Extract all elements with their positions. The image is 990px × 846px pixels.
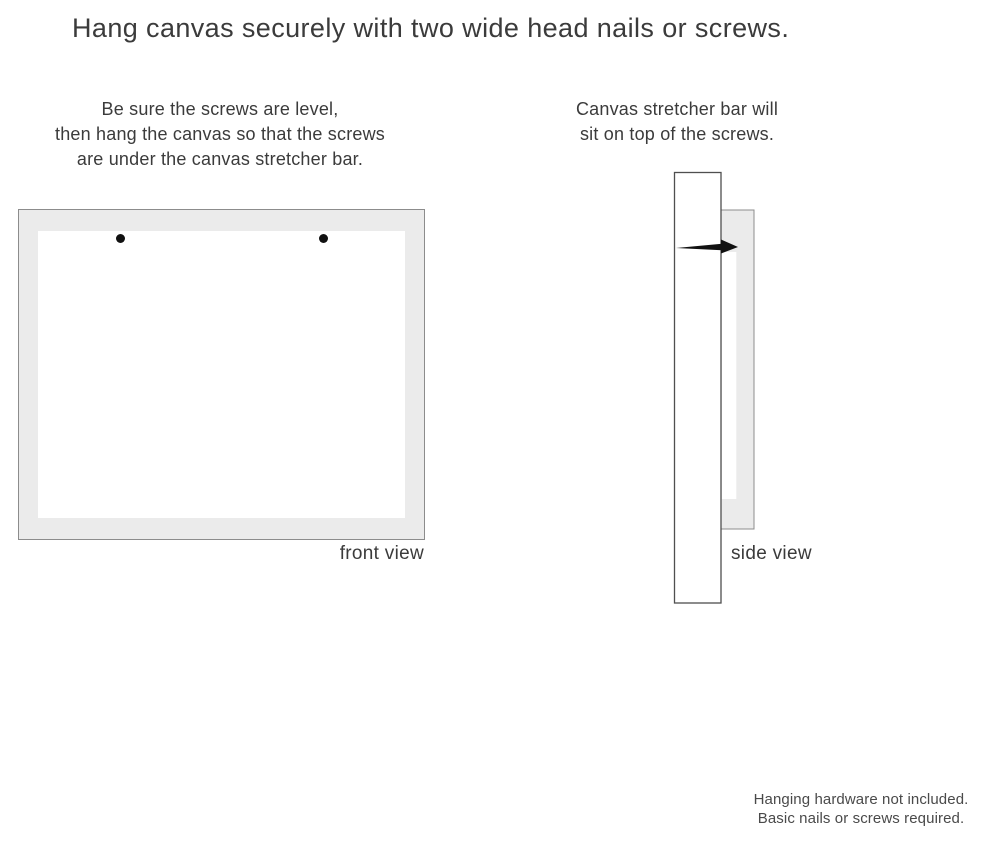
screw-left-dot: [116, 234, 125, 243]
instruction-line: are under the canvas stretcher bar.: [76, 149, 364, 169]
instruction-line: sit on top of the screws.: [579, 124, 775, 144]
hardware-note-line: Hanging hardware not included.: [753, 791, 969, 808]
wall-bar: [673, 171, 722, 604]
screw-right-dot: [319, 234, 328, 243]
instruction-line: Canvas stretcher bar will: [575, 99, 779, 119]
canvas-side-hollow: [721, 252, 737, 499]
canvas-front-view: [18, 209, 425, 540]
hardware-note: Hanging hardware not included. Basic nai…: [750, 790, 972, 828]
page-title: Hang canvas securely with two wide head …: [72, 13, 790, 43]
front-view-caption: front view: [339, 543, 424, 564]
instruction-line: then hang the canvas so that the screws: [55, 124, 385, 144]
canvas-side-view: [673, 171, 755, 604]
front-view-instructions: Be sure the screws are level, then hang …: [20, 97, 420, 172]
instruction-line: Be sure the screws are level,: [101, 99, 339, 119]
side-view-instructions: Canvas stretcher bar will sit on top of …: [527, 97, 827, 147]
hardware-note-line: Basic nails or screws required.: [757, 810, 965, 827]
nail-head: [721, 239, 738, 254]
side-view-caption: side view: [731, 543, 812, 564]
canvas-front-face: [38, 231, 405, 518]
nail-shaft: [676, 243, 722, 251]
